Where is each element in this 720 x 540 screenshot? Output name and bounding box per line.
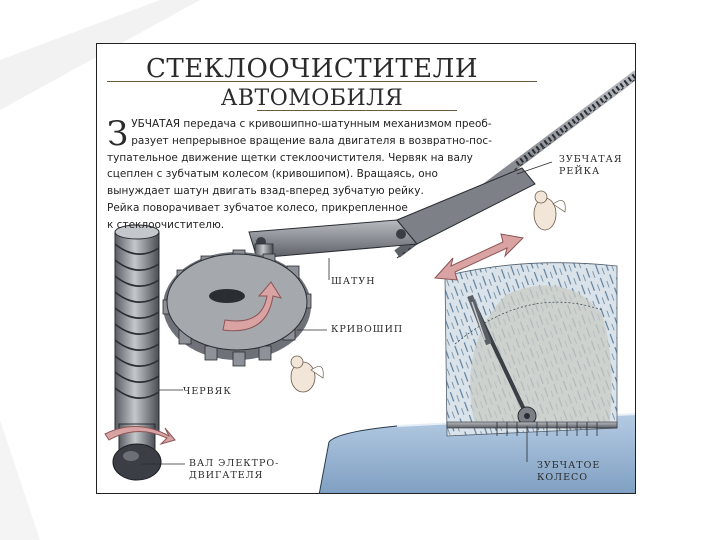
label-shaft-line-1: ВАЛ ЭЛЕКТРО- [189, 458, 280, 469]
windshield-icon [444, 262, 618, 437]
worm-shaft-icon [104, 224, 176, 481]
mechanism-illustration [104, 70, 635, 493]
illustration-frame: СТЕКЛООЧИСТИТЕЛИ АВТОМОБИЛЯ З УБЧАТАЯ пе… [96, 43, 636, 494]
label-rod: ШАТУН [331, 276, 376, 287]
description-line: УБЧАТАЯ передача с кривошипно-шатунным м… [131, 118, 492, 130]
description-line: тупательное движение щетки стеклоочистит… [107, 151, 473, 164]
title-line-1: СТЕКЛООЧИСТИТЕЛИ [145, 54, 479, 84]
description-line: Рейка поворачивает зубчатое колесо, прик… [107, 201, 408, 214]
label-rack-line-1: ЗУБЧАТАЯ [559, 154, 623, 165]
wiper-arm-icon [467, 294, 529, 417]
cherub-icon [533, 190, 566, 231]
label-shaft-line-2: ДВИГАТЕЛЯ [189, 470, 264, 481]
cherub-icon [290, 355, 324, 393]
drop-cap: З [107, 114, 129, 154]
description: З УБЧАТАЯ передача с кривошипно-шатунным… [107, 116, 537, 234]
title-rule-top [107, 81, 537, 82]
label-rack: ЗУБЧАТАЯ РЕЙКА [559, 154, 623, 178]
description-line: сцеплен с зубчатым колесом (кривошипом).… [107, 168, 438, 181]
label-worm: ЧЕРВЯК [183, 386, 232, 397]
double-arrow-icon [433, 233, 525, 281]
label-crank: КРИВОШИП [331, 324, 404, 335]
wiper-gear-icon [446, 406, 618, 436]
title-line-2: АВТОМОБИЛЯ [220, 86, 404, 111]
label-gear: ЗУБЧАТОЕ КОЛЕСО [537, 460, 600, 484]
description-line: разует непрерывное вращение вала двигате… [131, 134, 492, 147]
description-line: вынуждает шатун двигать взад-вперед зубч… [107, 185, 424, 198]
title-rule-bottom [257, 110, 457, 111]
label-gear-line-1: ЗУБЧАТОЕ [537, 460, 601, 471]
label-rack-line-2: РЕЙКА [559, 166, 601, 177]
description-line: к стеклоочистителю. [107, 218, 225, 231]
label-gear-line-2: КОЛЕСО [537, 472, 589, 483]
crank-gear-icon [162, 249, 312, 367]
label-shaft: ВАЛ ЭЛЕКТРО- ДВИГАТЕЛЯ [189, 458, 279, 482]
rotation-arrow-icon [222, 281, 283, 332]
